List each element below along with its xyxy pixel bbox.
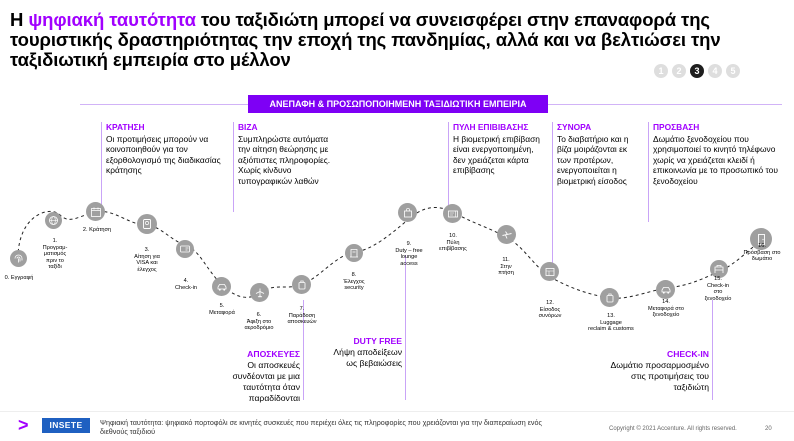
passport-icon <box>137 214 157 234</box>
connector-luggage <box>303 300 304 400</box>
security-icon <box>345 244 363 262</box>
id-card-icon <box>176 240 194 258</box>
pager-dot-2[interactable]: 2 <box>672 64 686 78</box>
note-dutyfree: DUTY FREE Λήψη αποδείξεων ως βεβαιώσεις <box>330 336 402 369</box>
accenture-chevron-icon: > <box>18 415 29 435</box>
pager-dot-3[interactable]: 3 <box>690 64 704 78</box>
footer-note: Ψηφιακή ταυτότητα: ψηφιακό πορτοφόλι σε … <box>100 418 542 436</box>
airport-icon <box>250 283 269 302</box>
title-part-1: Η <box>10 9 29 30</box>
airplane-icon <box>497 225 516 244</box>
note-dutyfree-text: Λήψη αποδείξεων ως βεβαιώσεις <box>333 347 402 368</box>
step-label-15: 15. Check-in στο ξενοδοχείο <box>704 276 732 302</box>
note-visa-head: ΒΙΖΑ <box>238 122 258 132</box>
connector-checkin <box>712 300 713 400</box>
note-border: ΣΥΝΟΡΑ Το διαβατήριο και η βίζα μοιράζον… <box>557 122 643 186</box>
title-part-2: του ταξιδιώτη μπορεί να συνεισφέρει στην… <box>10 9 721 70</box>
step-label-10: 10. Πύλη επιβίβασης <box>439 233 467 252</box>
step-label-9: 9. Duty – free lounge access <box>395 241 423 267</box>
page-title: Η ψηφιακή ταυτότητα του ταξιδιώτη μπορεί… <box>10 10 785 70</box>
step-label-0: 0. Εγγραφή <box>4 275 34 281</box>
connector-booking <box>101 122 102 212</box>
pager-dot-5[interactable]: 5 <box>726 64 740 78</box>
step-label-13: 13. Luggage reclaim & customs <box>588 313 634 332</box>
insete-logo: INSETE <box>42 418 90 433</box>
note-border-text: Το διαβατήριο και η βίζα μοιράζονται εκ … <box>557 133 629 186</box>
note-luggage-text: Οι αποσκευές συνδέονται με μια ταυτότητα… <box>232 360 300 403</box>
step-label-1: 1. Προγραμ- ματισμός πριν το ταξίδι <box>42 238 68 270</box>
step-label-3: 3. Αίτηση για VISA και έλεγχος <box>134 247 160 273</box>
note-dutyfree-head: DUTY FREE <box>353 336 402 346</box>
note-visa-text: Συμπληρώστε αυτόματα την αίτηση θεώρησης… <box>238 133 331 186</box>
note-gate-head: ΠΥΛΗ ΕΠΙΒΙΒΑΣΗΣ <box>453 122 529 132</box>
connector-access <box>648 122 649 222</box>
title-highlight: ψηφιακή ταυτότητα <box>28 9 196 30</box>
note-access-head: ΠΡΟΣΒΑΣΗ <box>653 122 700 132</box>
note-visa: ΒΙΖΑ Συμπληρώστε αυτόματα την αίτηση θεώ… <box>238 122 336 186</box>
taxi-hotel-icon <box>656 280 675 299</box>
step-label-4: 4. Check-in <box>174 278 198 291</box>
boarding-pass-icon <box>443 204 462 223</box>
section-banner: ΑΝΕΠΑΦΗ & ΠΡΟΣΩΠΟΠΟΙΗΜΕΝΗ ΤΑΞΙΔΙΩΤΙΚΗ ΕΜ… <box>248 95 548 113</box>
pager: 1 2 3 4 5 <box>654 64 740 78</box>
door-icon <box>750 228 772 250</box>
step-label-11: 11. Στην πτήση <box>498 257 514 276</box>
luggage-icon <box>292 275 311 294</box>
note-gate-text: Η βιομετρική επιβίβαση είναι ενεργοποιημ… <box>453 133 540 176</box>
note-luggage-head: ΑΠΟΣΚΕΥΕΣ <box>247 349 300 359</box>
border-icon <box>540 262 559 281</box>
taxi-icon <box>212 277 231 296</box>
connector-visa <box>233 122 234 212</box>
note-checkin: CHECK-IN Δωμάτιο προσαρμοσμένο στις προτ… <box>598 349 710 393</box>
step-label-16: 16. Πρόσβαση στο δωμάτιο <box>743 243 781 262</box>
copyright: Copyright © 2021 Accenture. All rights r… <box>609 426 737 432</box>
note-border-head: ΣΥΝΟΡΑ <box>557 122 592 132</box>
connector-dutyfree <box>405 255 406 400</box>
connector-gate <box>448 122 449 207</box>
note-access: ΠΡΟΣΒΑΣΗ Δωμάτιο ξενοδοχείου που χρησιμο… <box>653 122 779 186</box>
step-label-7: 7. Παράδοση αποσκευών <box>287 306 317 325</box>
step-label-6: 6. Άφιξη στο αεροδρόμιο <box>244 312 274 331</box>
step-label-2: 2. Κράτηση <box>82 227 112 233</box>
note-booking: ΚΡΑΤΗΣΗ Οι προτιμήσεις μπορούν να κοινοπ… <box>106 122 222 176</box>
note-access-text: Δωμάτιο ξενοδοχείου που χρησιμοποιεί το … <box>653 133 778 186</box>
note-booking-text: Οι προτιμήσεις μπορούν να κοινοποιηθούν … <box>106 133 221 176</box>
luggage-reclaim-icon <box>600 288 619 307</box>
note-checkin-text: Δωμάτιο προσαρμοσμένο στις προτιμήσεις τ… <box>610 360 710 392</box>
globe-icon <box>45 212 62 229</box>
page-number: 20 <box>765 426 772 432</box>
pager-dot-4[interactable]: 4 <box>708 64 722 78</box>
step-label-12: 12. Είσοδος συνόρων <box>538 300 562 319</box>
step-label-5: 5. Μεταφορά <box>209 303 235 316</box>
note-checkin-head: CHECK-IN <box>666 349 709 359</box>
note-luggage: ΑΠΟΣΚΕΥΕΣ Οι αποσκευές συνδέονται με μια… <box>208 349 300 404</box>
calendar-icon <box>86 202 105 221</box>
footer-divider <box>0 411 794 412</box>
step-label-14: 14. Μεταφορά στο ξενοδοχείο <box>648 299 684 318</box>
note-gate: ΠΥΛΗ ΕΠΙΒΙΒΑΣΗΣ Η βιομετρική επιβίβαση ε… <box>453 122 545 176</box>
pager-dot-1[interactable]: 1 <box>654 64 668 78</box>
hotel-icon <box>710 260 728 278</box>
fingerprint-icon <box>10 250 27 267</box>
step-label-8: 8. Έλεγχος security <box>343 272 365 291</box>
shopping-bag-icon <box>398 203 417 222</box>
connector-border <box>552 122 553 264</box>
note-booking-head: ΚΡΑΤΗΣΗ <box>106 122 145 132</box>
